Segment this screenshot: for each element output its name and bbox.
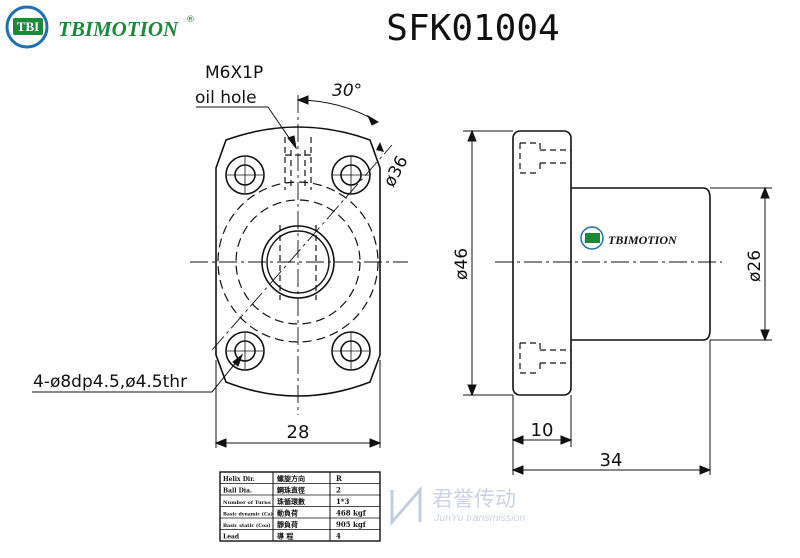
spec-row-cn: 鋼珠直徑 [276,486,305,495]
oil-hole-label: oil hole [195,88,257,108]
flange-width-dimension [214,360,382,448]
flange-dia-dimension [463,129,513,397]
watermark: 君誉传动 JunYu transmission [390,486,525,526]
spec-table: Helix Dir. 螺旋方向 R Ball Dia. 鋼珠直徑 2 Numbe… [219,471,381,542]
flange-outline [215,126,381,397]
body-logo-badge [585,233,600,243]
body-logo-ring [580,226,604,250]
side-body [571,187,711,341]
side-view [495,130,722,396]
spec-row-cn: 珠循環數 [277,497,305,506]
hole-centerlines [227,157,369,369]
bolt-circle-arrow [376,142,384,152]
watermark-logo-icon [390,486,422,526]
mount-holes-label: 4-ø8dp4.5,ø4.5thr [33,372,187,392]
spec-row-en: Basic static (Coa) [223,522,271,529]
spec-row-value: R [336,474,342,483]
front-view [190,95,408,415]
spec-row-value: 4 [336,532,341,541]
bolt-circle-dia-label: ø36 [380,153,413,191]
body-dia-label: ø26 [745,250,765,282]
spec-row-cn: 靜負荷 [277,520,298,529]
tbi-logo: TBI TBIMOTION ® [5,5,195,49]
oil-hole-thread-label: M6X1P [205,63,263,83]
spec-row-en: Ball Dia. [223,488,252,495]
spec-row-value: 468 kgf [336,509,367,518]
spec-row-en: Helix Dir. [223,476,255,483]
angle-dimension [296,95,380,126]
total-length-dimension [511,340,712,475]
logo-registered-mark: ® [186,15,195,25]
watermark-en: JunYu transmission [433,512,525,524]
spec-row-en: Basic dynamic (Ca) [223,511,273,518]
logo-brand-text: TBIMOTION [58,17,179,41]
total-length-label: 34 [600,450,623,471]
side-hidden-holes [519,142,571,374]
mount-hole-leader [32,353,244,393]
angle-label: 30° [332,81,362,101]
logo-ring [5,5,49,49]
body-logo-text: TBIMOTION [608,233,678,247]
oil-hole-leader [196,106,297,150]
spec-row-value: 2 [336,486,341,495]
watermark-cn: 君誉传动 [432,487,516,511]
logo-badge [13,18,43,35]
spec-row-value: 1*3 [336,497,350,506]
side-flange [512,130,572,396]
flange-width-label: 28 [287,422,310,443]
page-title: SFK01004 [386,8,559,49]
front-centerlines [190,95,408,415]
spec-row-cn: 螺旋方向 [277,474,305,483]
flange-thickness-dimension [511,395,573,475]
body-dia-dimension [710,186,772,342]
oil-hole-hidden [279,137,317,300]
spec-row-en: Number of Turns [223,500,271,506]
logo-badge-text: TBI [17,19,39,34]
flange-thickness-label: 10 [531,420,554,441]
spec-row-en: Lead [223,534,240,541]
body-logo: TBIMOTION [580,226,678,250]
spec-row-value: 905 kgf [336,520,367,529]
flange-dia-label: ø46 [452,248,472,280]
spec-row-cn: 動負荷 [277,509,298,518]
spec-row-cn: 導 程 [277,532,293,541]
